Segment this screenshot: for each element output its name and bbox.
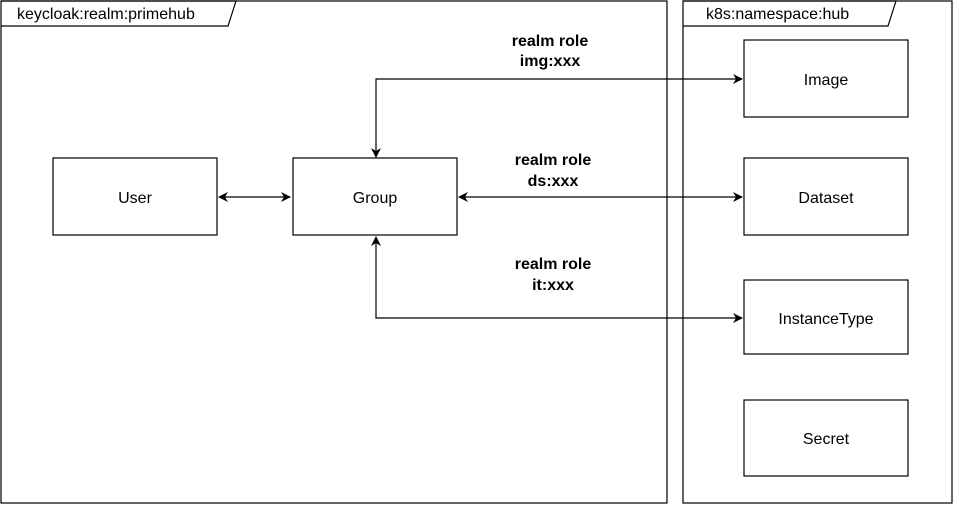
- group-node[interactable]: Group: [292, 157, 458, 236]
- k8s-frame-tab: [683, 0, 897, 27]
- secret-node[interactable]: Secret: [743, 399, 909, 477]
- group-node-label: Group: [353, 190, 398, 207]
- secret-node-box[interactable]: [743, 399, 909, 477]
- image-node-box[interactable]: [743, 39, 909, 118]
- img-edge-label-line1: realm role: [512, 33, 589, 50]
- keycloak-frame-border: [0, 0, 668, 504]
- image-node-label: Image: [804, 72, 849, 89]
- ds-edge-label-line1: realm role: [515, 152, 592, 169]
- user-node-box[interactable]: [52, 157, 218, 236]
- group-image-edge: [371, 74, 743, 158]
- user-node[interactable]: User: [52, 157, 218, 236]
- dataset-node-label: Dataset: [798, 190, 854, 207]
- it-edge-label-line1: realm role: [515, 256, 592, 273]
- img-edge-label-line2: img:xxx: [520, 53, 581, 70]
- dataset-node[interactable]: Dataset: [743, 157, 909, 236]
- keycloak-frame-tab: [1, 0, 237, 27]
- secret-node-label: Secret: [803, 431, 850, 448]
- group-node-box[interactable]: [292, 157, 458, 236]
- image-node[interactable]: Image: [743, 39, 909, 118]
- k8s-frame-label: k8s:namespace:hub: [706, 6, 849, 23]
- it-edge-label-line2: it:xxx: [532, 277, 574, 294]
- group-instancetype-edge: [371, 236, 743, 323]
- keycloak-frame: keycloak:realm:primehub: [0, 0, 668, 504]
- instancetype-node-label: InstanceType: [778, 311, 873, 328]
- instancetype-node-box[interactable]: [743, 279, 909, 355]
- ds-edge-label-line2: ds:xxx: [528, 173, 579, 190]
- dataset-node-box[interactable]: [743, 157, 909, 236]
- keycloak-frame-label: keycloak:realm:primehub: [17, 6, 195, 23]
- user-node-label: User: [118, 190, 152, 207]
- instancetype-node[interactable]: InstanceType: [743, 279, 909, 355]
